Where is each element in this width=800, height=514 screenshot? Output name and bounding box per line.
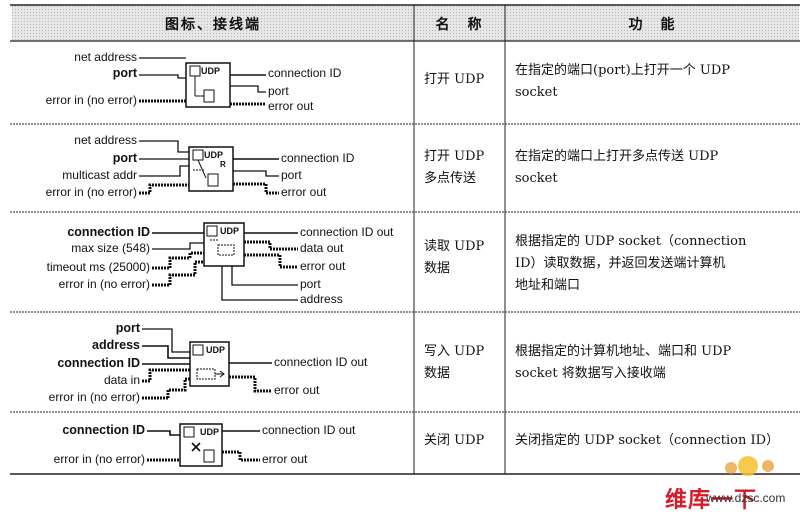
header-icon-terminals: 图标、接线端: [165, 17, 261, 33]
udp-read-icon: [203, 222, 245, 267]
udp-multicast-icon-badge: R: [220, 160, 226, 169]
terminal-port: port: [112, 151, 137, 165]
terminal-error-out: error out: [281, 185, 327, 199]
row-function-line: 关闭指定的 UDP socket（connection ID）: [515, 433, 780, 448]
row-name: 关闭 UDP: [424, 433, 485, 448]
row-function-line: socket 将数据写入接收端: [515, 366, 666, 381]
row-function-line: 根据指定的 UDP socket（connection: [515, 234, 747, 249]
terminal-port: port: [115, 321, 140, 335]
terminal-error-in: error in (no error): [48, 390, 140, 404]
udp-multicast-icon-text: UDP: [204, 150, 224, 160]
row-name: 数据: [424, 261, 451, 276]
row-function-line: 根据指定的计算机地址、端口和 UDP: [515, 344, 732, 359]
terminal-net-address: net address: [74, 50, 137, 64]
terminal-connection-id-out: connection ID out: [300, 225, 394, 239]
terminal-connection-id-out: connection ID out: [262, 423, 356, 437]
terminal-error-out: error out: [274, 383, 320, 397]
udp-read-icon-text: UDP: [220, 226, 240, 236]
terminal-error-in: error in (no error): [58, 277, 150, 291]
terminal-error-in: error in (no error): [45, 185, 137, 199]
terminal-port-out: port: [268, 84, 289, 98]
row-function-line: ID）读取数据，并返回发送端计算机: [515, 256, 726, 271]
terminal-connection-id: connection ID: [268, 66, 342, 80]
row-function-line: 地址和端口: [515, 278, 581, 293]
udp-close-icon-text: UDP: [200, 427, 220, 437]
row-name: 打开 UDP: [424, 72, 485, 87]
terminal-address-out: address: [300, 292, 343, 306]
terminal-error-in: error in (no error): [45, 93, 137, 107]
header-background: [12, 6, 799, 41]
terminal-data-in: data in: [103, 373, 140, 387]
udp-close-icon: [179, 423, 223, 467]
row-name: 多点传送: [424, 171, 477, 186]
row-name: 写入 UDP: [424, 344, 485, 359]
udp-open-icon-text: UDP: [201, 66, 221, 76]
terminal-error-out: error out: [262, 452, 308, 466]
watermark-url: www.dzsc.com: [706, 491, 786, 505]
terminal-error-in: error in (no error): [53, 452, 145, 466]
terminal-connection-id: connection ID: [67, 225, 150, 239]
terminal-connection-id-out: connection ID out: [274, 355, 368, 369]
row-function-line: 在指定的端口(port)上打开一个 UDP: [515, 63, 730, 78]
row-function-line: socket: [515, 85, 558, 100]
terminal-connection-id: connection ID: [57, 356, 140, 370]
terminal-max-size: max size (548): [71, 241, 150, 255]
terminal-error-out: error out: [300, 259, 346, 273]
header-name: 名 称: [435, 17, 484, 33]
terminal-timeout-ms: timeout ms (25000): [46, 260, 150, 274]
row-function-line: socket: [515, 171, 558, 186]
terminal-port-out: port: [281, 168, 302, 182]
udp-write-icon-text: UDP: [206, 345, 226, 355]
terminal-net-address: net address: [74, 133, 137, 147]
terminal-port-out: port: [300, 277, 321, 291]
terminal-connection-id: connection ID: [62, 423, 145, 437]
terminal-error-out: error out: [268, 99, 314, 113]
terminal-multicast-addr: multicast addr: [62, 168, 137, 182]
terminal-port: port: [112, 66, 137, 80]
terminal-address: address: [92, 338, 140, 352]
udp-open-icon: [185, 62, 231, 108]
udp-multicast-icon: [188, 146, 234, 192]
row-function-line: 在指定的端口上打开多点传送 UDP: [515, 149, 719, 164]
terminal-data-out: data out: [300, 241, 344, 255]
row-name: 读取 UDP: [424, 239, 485, 254]
row-name: 打开 UDP: [424, 149, 485, 164]
row-name: 数据: [424, 366, 451, 381]
terminal-connection-id: connection ID: [281, 151, 355, 165]
header-function: 功 能: [628, 17, 677, 33]
udp-write-icon: [189, 341, 230, 387]
